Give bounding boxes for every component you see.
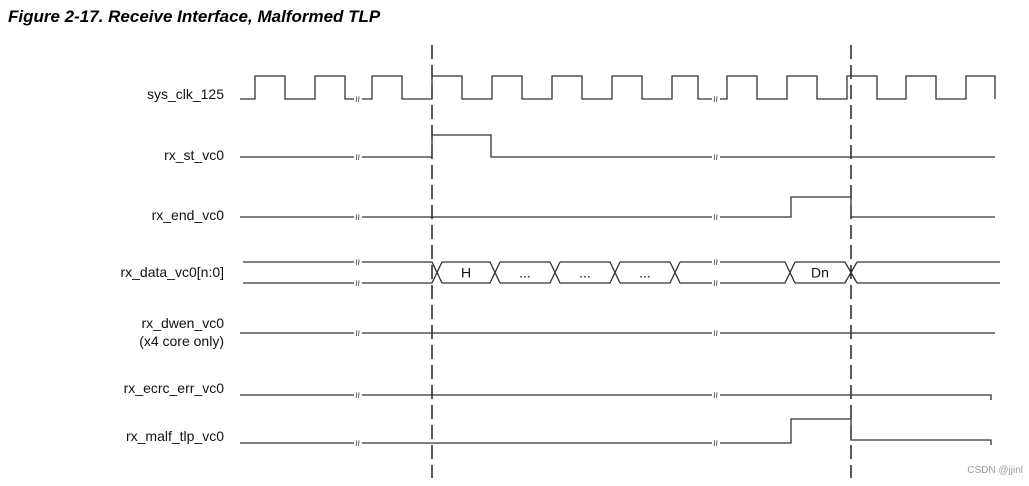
waveform-rx-ecrc-err — [240, 394, 992, 400]
bus-segment — [795, 261, 858, 284]
bus-value-label: H — [461, 265, 471, 281]
signal-note-rx-dwen: (x4 core only) — [139, 333, 224, 349]
bus-value-label: ... — [519, 265, 531, 281]
bus-segment — [243, 261, 443, 284]
bus-segment — [500, 261, 561, 284]
break-icon: ≈ — [351, 259, 363, 265]
break-icon: ≈ — [709, 440, 721, 446]
break-icon: ≈ — [351, 280, 363, 286]
break-symbols: ≈ ≈ ≈ ≈ ≈ ≈ ≈ ≈ ≈ ≈ ≈ ≈ ≈ ≈ ≈ ≈ — [351, 93, 721, 449]
break-icon: ≈ — [351, 154, 363, 160]
signal-label-rx-end: rx_end_vc0 — [151, 207, 224, 223]
waveform-sys-clk — [240, 75, 996, 100]
figure-title: Figure 2-17. Receive Interface, Malforme… — [8, 7, 381, 26]
waveform-rx-malf-tlp — [240, 418, 992, 445]
break-icon: ≈ — [709, 259, 721, 265]
bus-segment — [680, 261, 796, 284]
bus-segment — [243, 261, 443, 284]
break-icon: ≈ — [351, 214, 363, 220]
bus-segment — [442, 261, 501, 284]
bus-segment — [795, 261, 858, 284]
break-icon: ≈ — [351, 96, 363, 102]
signal-label-sys-clk: sys_clk_125 — [146, 86, 224, 102]
bus-value-label: ... — [639, 265, 651, 281]
watermark: CSDN @jjinl — [967, 465, 1023, 476]
break-icon: ≈ — [709, 330, 721, 336]
break-icon: ≈ — [709, 96, 721, 102]
waveform-rx-end — [240, 196, 995, 218]
break-icon: ≈ — [709, 280, 721, 286]
break-icon: ≈ — [351, 392, 363, 398]
bus-segment — [500, 261, 561, 284]
waveform-rx-st — [240, 134, 995, 158]
break-icon: ≈ — [709, 392, 721, 398]
bus-segment — [620, 261, 681, 284]
signal-label-rx-dwen: rx_dwen_vc0 — [141, 315, 225, 331]
break-icon: ≈ — [709, 154, 721, 160]
signal-label-rx-st: rx_st_vc0 — [164, 147, 224, 163]
signal-label-rx-ecrc-err: rx_ecrc_err_vc0 — [123, 380, 224, 396]
signal-label-rx-data: rx_data_vc0[n:0] — [120, 264, 224, 280]
bus-value-label: Dn — [811, 265, 829, 281]
bus-segment — [560, 261, 621, 284]
bus-segment — [560, 261, 621, 284]
bus-segment — [620, 261, 681, 284]
signal-label-rx-malf-tlp: rx_malf_tlp_vc0 — [125, 428, 224, 444]
break-icon: ≈ — [709, 214, 721, 220]
break-icon: ≈ — [351, 330, 363, 336]
break-icon: ≈ — [351, 440, 363, 446]
bus-value-label: ... — [579, 265, 591, 281]
bus-segment — [680, 261, 796, 284]
bus-segment — [442, 261, 501, 284]
waveform-rx-data: H......... Dn — [243, 261, 1000, 284]
